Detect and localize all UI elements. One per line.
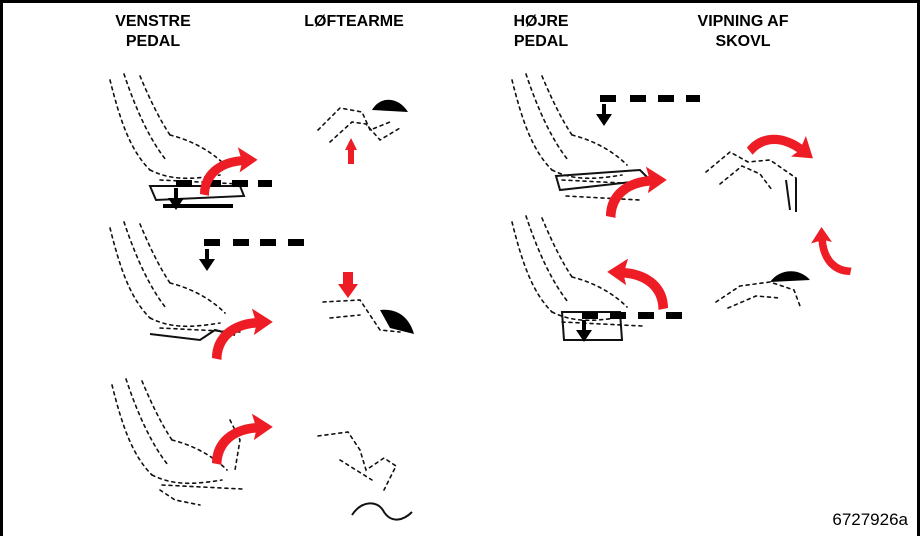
dashed-line: [204, 239, 304, 246]
right-pedal-step-2: [511, 215, 682, 342]
left-pedal-step-2: [109, 221, 304, 360]
dashed-line: [582, 312, 682, 319]
header-right-pedal: HØJRE PEDAL: [513, 13, 569, 50]
down-arrow-icon: [199, 249, 215, 271]
bucket-tilt-down: [705, 111, 822, 212]
red-curved-arrow-icon: [212, 413, 273, 465]
lift-arm-float: [317, 431, 413, 521]
bucket-tilt-up: [715, 227, 852, 309]
dashed-line: [600, 95, 700, 102]
figure-id: 6727926a: [832, 510, 908, 529]
right-pedal-step-1: [511, 73, 700, 218]
header-lift-arm: LØFTEARME: [304, 13, 404, 30]
lift-arm-up: [317, 99, 408, 164]
left-pedal-step-3: [111, 378, 273, 506]
red-curved-arrow-icon: [200, 147, 258, 196]
red-curved-arrow-icon: [745, 111, 822, 186]
left-pedal-step-1: [109, 73, 272, 210]
red-curved-arrow-icon: [811, 227, 852, 275]
lift-arm-down: [322, 272, 414, 334]
down-arrow-icon: [576, 320, 592, 342]
red-curved-arrow-icon: [212, 308, 273, 360]
header-bucket-tilt: VIPNING AF SKOVL: [697, 13, 789, 50]
down-arrow-icon: [168, 188, 184, 210]
down-arrow-icon: [596, 104, 612, 126]
red-curved-arrow-icon: [606, 166, 667, 218]
red-curved-arrow-icon: [607, 258, 668, 310]
header-left-pedal: VENSTRE PEDAL: [115, 13, 191, 50]
dashed-line: [176, 180, 272, 187]
red-up-arrow-icon: [345, 138, 357, 164]
red-down-arrow-icon: [338, 272, 358, 298]
